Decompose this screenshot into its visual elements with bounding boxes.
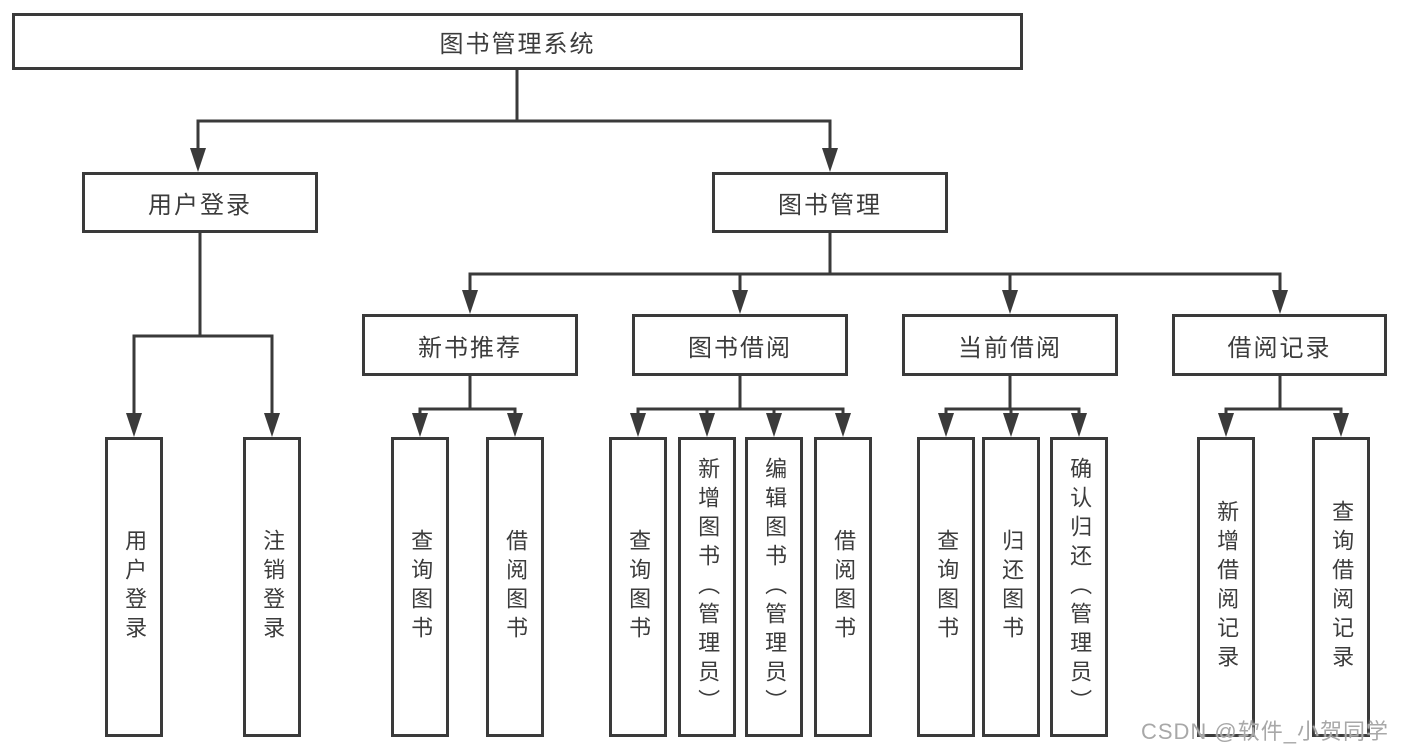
leaf-label: 查询图书 [626, 529, 652, 645]
leaf-user-login: 用户登录 [105, 437, 163, 737]
leaf-label: 编辑图书（管理员） [762, 456, 788, 718]
leaf-label: 借阅图书 [503, 529, 529, 645]
node-label: 图书管理 [778, 192, 882, 219]
leaf-label: 查询借阅记录 [1329, 500, 1355, 674]
leaf-label: 新增借阅记录 [1214, 500, 1240, 674]
node-label: 图书管理系统 [439, 31, 596, 58]
leaf-borrowing-add-books: 新增图书（管理员） [678, 437, 736, 737]
node-book-management-system: 图书管理系统 [12, 13, 1023, 70]
leaf-logout-login: 注销登录 [243, 437, 301, 737]
leaf-records-add-record: 新增借阅记录 [1197, 437, 1255, 737]
leaf-borrowing-borrow-books: 借阅图书 [814, 437, 872, 737]
leaf-recommend-query-books: 查询图书 [391, 437, 449, 737]
node-label: 当前借阅 [958, 334, 1062, 362]
leaf-label: 用户登录 [122, 529, 148, 645]
node-book-management: 图书管理 [712, 172, 948, 233]
leaf-label: 确认归还（管理员） [1067, 456, 1093, 718]
leaf-borrowing-edit-books: 编辑图书（管理员） [745, 437, 803, 737]
node-label: 新书推荐 [418, 334, 522, 362]
node-borrowing-records: 借阅记录 [1172, 314, 1387, 376]
leaf-label: 新增图书（管理员） [695, 456, 721, 718]
node-current-borrowing: 当前借阅 [902, 314, 1118, 376]
arrowheads [126, 148, 1349, 437]
leaf-label: 查询图书 [934, 529, 960, 645]
leaf-records-query-record: 查询借阅记录 [1312, 437, 1370, 737]
leaf-borrowing-query-books: 查询图书 [609, 437, 667, 737]
node-new-book-recommend: 新书推荐 [362, 314, 578, 376]
leaf-label: 借阅图书 [831, 529, 857, 645]
node-user-login: 用户登录 [82, 172, 318, 233]
leaf-label: 注销登录 [260, 529, 286, 645]
node-label: 借阅记录 [1227, 334, 1332, 362]
leaf-label: 归还图书 [999, 529, 1025, 645]
csdn-watermark: CSDN @软件_小贺同学 [1140, 719, 1389, 744]
node-label: 图书借阅 [688, 334, 792, 362]
leaf-current-query-books: 查询图书 [917, 437, 975, 737]
node-book-borrowing: 图书借阅 [632, 314, 848, 376]
leaf-label: 查询图书 [408, 529, 434, 645]
leaf-recommend-borrow-books: 借阅图书 [486, 437, 544, 737]
node-label: 用户登录 [148, 192, 252, 219]
leaf-current-return-books: 归还图书 [982, 437, 1040, 737]
leaf-current-confirm-return: 确认归还（管理员） [1050, 437, 1108, 737]
